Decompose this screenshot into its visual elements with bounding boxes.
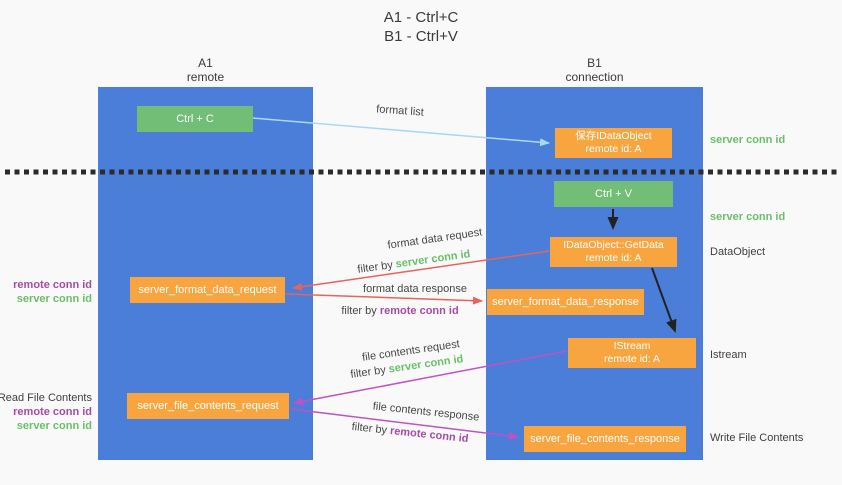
right-column-header: B1 connection — [486, 56, 703, 84]
right-column-subtitle: connection — [565, 70, 624, 84]
title-line-1: A1 - Ctrl+C — [383, 9, 459, 26]
title-line-2: B1 - Ctrl+V — [384, 28, 458, 45]
node-server-format-data-response: server_format_data_response — [487, 289, 644, 315]
node-server-file-contents-request-label: server_file_contents_request — [137, 399, 279, 412]
edge-label-file-contents-response-filter: filter by remote conn id — [351, 420, 470, 446]
annotation-remote-conn-id-bottom: remote conn id — [13, 406, 92, 418]
edge-label-format-data-response: format data response — [363, 283, 467, 295]
node-save-idataobject-line1: 保存IDataObject — [575, 130, 652, 142]
edge-label-format-data-response-filter: filter by remote conn id — [341, 305, 459, 317]
node-ctrl-c: Ctrl + C — [137, 106, 253, 132]
annotation-server-conn-id-top: server conn id — [710, 134, 786, 146]
node-getdata-line1: IDataObject::GetData — [563, 239, 664, 251]
right-column-title: B1 — [587, 56, 602, 70]
node-ctrl-c-label: Ctrl + C — [176, 112, 214, 125]
filter-key-remote-conn-id-2: remote conn id — [389, 424, 470, 446]
node-istream-line2: remote id: A — [603, 353, 661, 365]
node-istream: IStream remote id: A — [568, 338, 696, 368]
annotation-istream: Istream — [710, 349, 747, 361]
annotation-write-file-contents: Write File Contents — [710, 432, 804, 444]
node-ctrl-v-label: Ctrl + V — [595, 187, 632, 200]
edge-label-format-list: format list — [375, 103, 425, 119]
filter-key-server-conn-id: server conn id — [394, 248, 472, 271]
annotation-remote-conn-id-mid: remote conn id — [13, 279, 92, 291]
annotation-server-conn-id-left-mid: server conn id — [16, 293, 92, 305]
node-server-format-data-request: server_format_data_request — [130, 277, 285, 303]
node-ctrl-v: Ctrl + V — [554, 181, 673, 207]
node-server-file-contents-request: server_file_contents_request — [127, 393, 289, 419]
left-column-subtitle: remote — [186, 70, 225, 84]
node-server-file-contents-response: server_file_contents_response — [524, 426, 686, 452]
node-server-file-contents-response-label: server_file_contents_response — [530, 432, 680, 445]
node-istream-line1: IStream — [613, 340, 651, 352]
annotation-read-file-contents: Read File Contents — [0, 392, 92, 404]
diagram-title: A1 - Ctrl+C B1 - Ctrl+V — [0, 8, 842, 46]
node-server-format-data-request-label: server_format_data_request — [138, 283, 277, 296]
filter-key-remote-conn-id: remote conn id — [379, 305, 459, 317]
annotation-server-conn-id-mid: server conn id — [710, 211, 786, 223]
node-idataobject-getdata: IDataObject::GetData remote id: A — [550, 237, 677, 267]
annotation-dataobject: DataObject — [710, 246, 766, 258]
node-getdata-line2: remote id: A — [585, 252, 642, 264]
left-column-title: A1 — [198, 56, 213, 70]
node-server-format-data-response-label: server_format_data_response — [492, 295, 639, 308]
left-column-header: A1 remote — [98, 56, 313, 84]
node-save-idataobject: 保存IDataObject remote id: A — [555, 128, 672, 158]
node-save-idataobject-line2: remote id: A — [585, 143, 642, 155]
annotation-server-conn-id-left-bottom: server conn id — [16, 420, 92, 432]
